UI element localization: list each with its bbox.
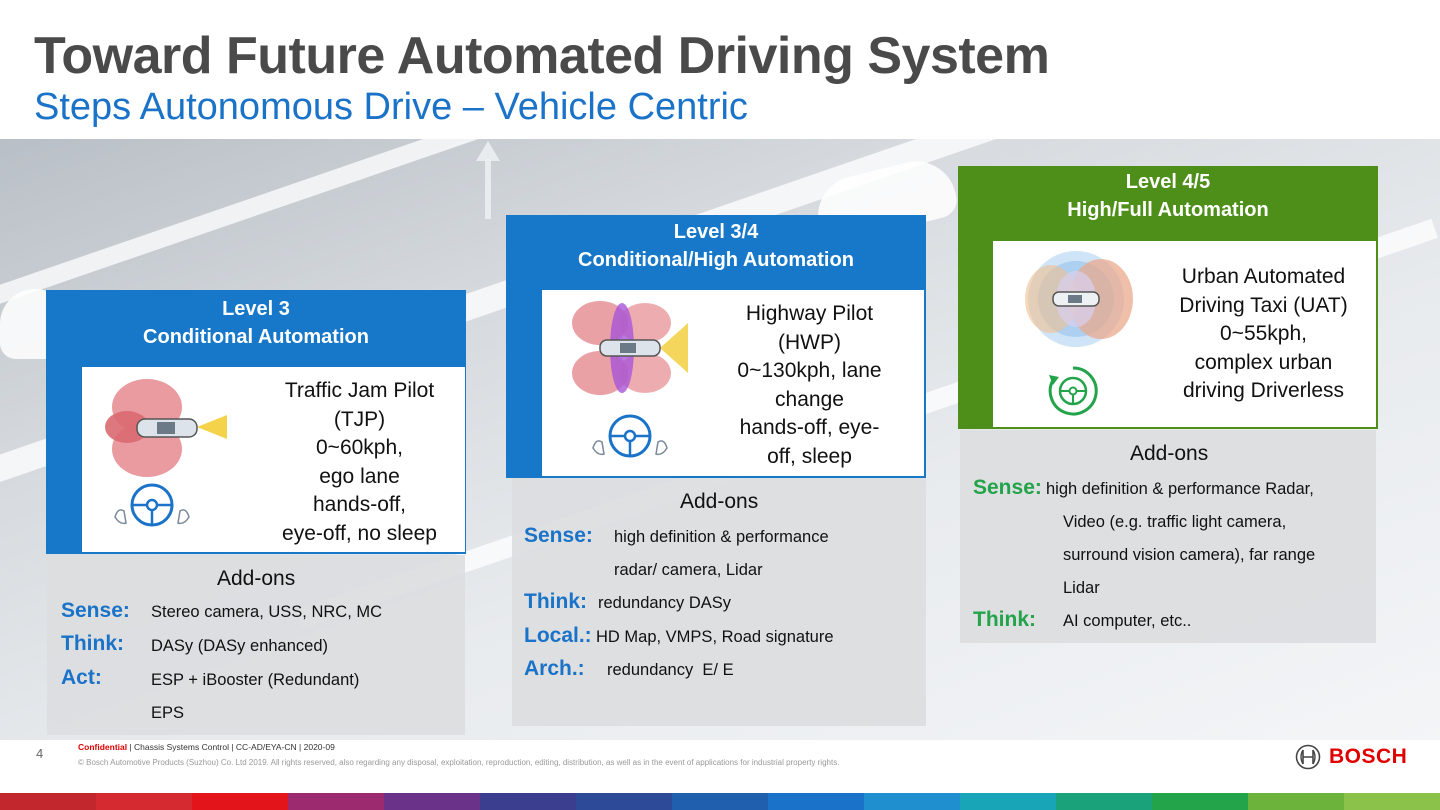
addon-label-think: Think: [61,632,124,655]
sensor-coverage-icon [1025,251,1133,347]
level-34-addons-panel: Add-ons Sense: high definition & perform… [512,478,926,726]
level-34-feature-text: Highway Pilot (HWP) 0~130kph, lane chang… [722,300,897,471]
level-3-feature-text: Traffic Jam Pilot (TJP) 0~60kph, ego lan… [262,377,457,548]
level-3-title: Level 3 [222,298,290,320]
feature-line: Traffic Jam Pilot [284,379,435,402]
color-bar-segment [0,793,96,810]
feature-line: (HWP) [778,330,841,354]
addon-label-sense: Sense: [973,476,1042,499]
autonomous-steering-icon [1048,366,1098,416]
color-bar-segment [960,793,1056,810]
addon-value: high definition & performance [614,528,829,546]
addon-label-think: Think: [524,590,587,613]
feature-line: 0~60kph, [316,436,403,459]
feature-line: 0~130kph, lane [737,359,882,382]
addon-value: surround vision camera), far range [1063,546,1316,564]
color-bar-segment [1344,793,1440,810]
addon-label-local: Local.: [524,624,592,647]
level-45-subtitle: High/Full Automation [1067,199,1269,221]
footer-info: Confidential | Chassis Systems Control |… [78,742,335,752]
steering-hands-icon [114,483,190,527]
addon-value: redundancy E/ E [607,661,734,679]
level-45-feature-text: Urban Automated Driving Taxi (UAT) 0~55k… [1171,263,1356,406]
color-bar-segment [1056,793,1152,810]
addon-value: redundancy DASy [598,594,731,612]
level-34-feature-card: Highway Pilot (HWP) 0~130kph, lane chang… [542,290,924,476]
color-bar-segment [1152,793,1248,810]
addons-title: Add-ons [680,490,759,513]
addon-value: Video (e.g. traffic light camera, [1063,513,1287,531]
color-bar-segment [96,793,192,810]
color-bar-segment [480,793,576,810]
copyright-notice: © Bosch Automotive Products (Suzhou) Co.… [78,758,840,767]
color-bar-segment [384,793,480,810]
color-bar-segment [768,793,864,810]
feature-line: hands-off, eye- [739,416,880,439]
feature-line: off, sleep [767,444,852,468]
color-bar-segment [192,793,288,810]
confidential-label: Confidential [78,742,128,752]
addons-title: Add-ons [217,567,296,590]
level-34-title: Level 3/4 [673,221,759,243]
feature-line: 0~55kph, [1220,322,1307,345]
brand-color-bar [0,793,1440,810]
footer-info-text: | Chassis Systems Control | CC-AD/EYA-CN… [127,742,335,752]
addon-value: EPS [151,704,185,722]
color-bar-segment [288,793,384,810]
addon-value: Stereo camera, USS, NRC, MC [151,603,383,621]
addon-value: HD Map, VMPS, Road signature [596,628,834,646]
feature-line: complex urban [1194,350,1333,374]
level-3-addons-panel: Add-ons Sense: Stereo camera, USS, NRC, … [47,555,465,735]
level-3-subtitle: Conditional Automation [143,326,369,348]
feature-line: Urban Automated [1181,265,1346,288]
slide-subtitle: Steps Autonomous Drive – Vehicle Centric [34,86,748,128]
color-bar-segment [672,793,768,810]
level-45-addons-panel: Add-ons Sense: high definition & perform… [960,430,1376,643]
slide-title: Toward Future Automated Driving System [34,27,1050,85]
feature-line: driving Driverless [1182,379,1345,402]
feature-line: Highway Pilot [745,302,874,325]
bosch-armature-icon [1295,744,1321,770]
bosch-logo: BOSCH [1295,744,1407,770]
bosch-wordmark: BOSCH [1329,745,1408,768]
level-3-feature-card: Traffic Jam Pilot (TJP) 0~60kph, ego lan… [82,367,465,552]
level-34-subtitle: Conditional/High Automation [578,249,854,271]
page-number: 4 [36,746,44,761]
feature-line: (TJP) [333,407,386,431]
feature-line: ego lane [319,464,400,488]
addon-label-sense: Sense: [61,599,130,622]
sensor-coverage-icon [572,301,688,395]
addon-value: DASy (DASy enhanced) [151,637,328,655]
addon-value: AI computer, etc.. [1063,612,1192,630]
level-45-feature-card: Urban Automated Driving Taxi (UAT) 0~55k… [993,241,1376,427]
level-45-title: Level 4/5 [1125,171,1211,193]
color-bar-segment [576,793,672,810]
addon-label-think: Think: [973,608,1036,631]
addon-label-sense: Sense: [524,524,593,547]
color-bar-segment [1248,793,1344,810]
addon-value: high definition & performance Radar, [1046,480,1314,498]
addons-title: Add-ons [1130,442,1209,465]
feature-line: Driving Taxi (UAT) [1179,293,1348,317]
color-bar-segment [864,793,960,810]
feature-line: hands-off, [312,493,406,516]
addon-label-arch: Arch.: [524,657,585,680]
sensor-coverage-icon [105,379,227,477]
addon-label-act: Act: [61,666,102,689]
addon-value: Lidar [1063,579,1100,597]
feature-line: eye-off, no sleep [282,521,437,545]
feature-line: change [775,387,844,411]
addon-value: ESP + iBooster (Redundant) [151,671,360,689]
steering-hands-icon [592,414,668,458]
addon-value: radar/ camera, Lidar [614,561,763,579]
